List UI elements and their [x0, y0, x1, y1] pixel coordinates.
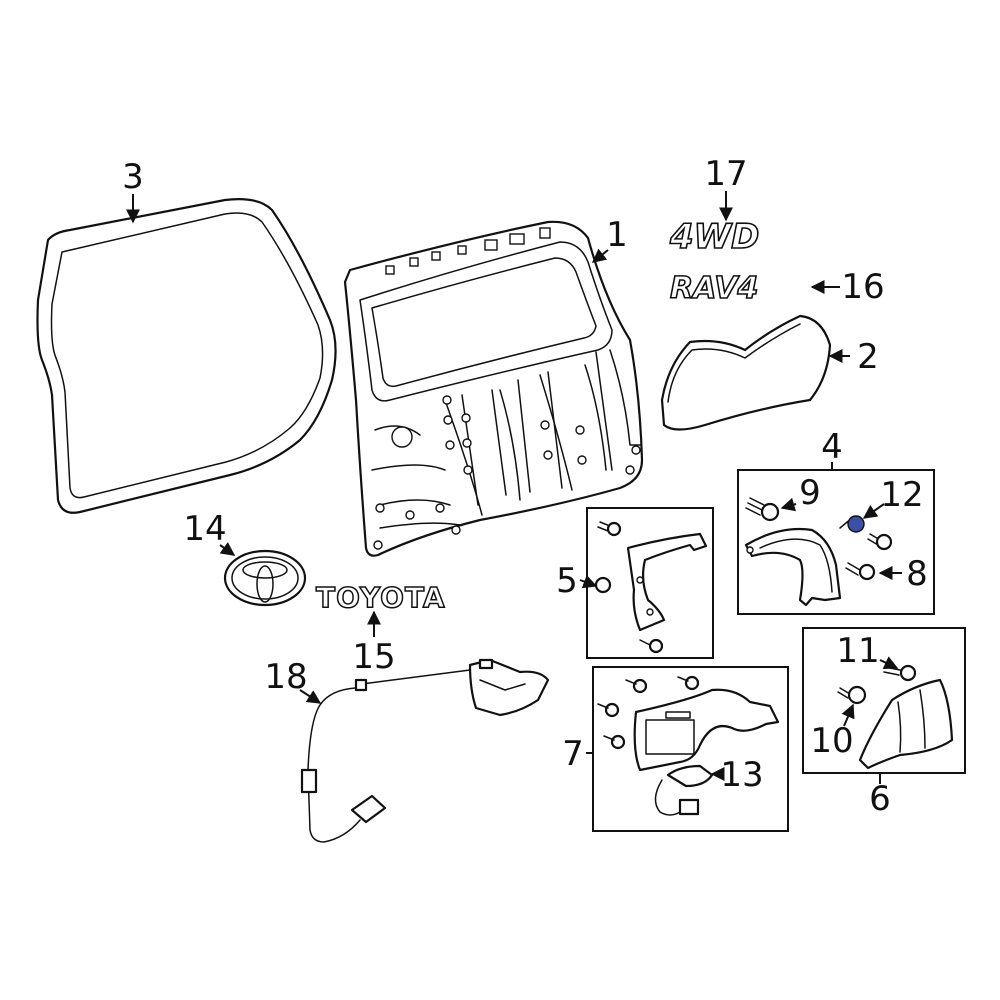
svg-text:4WD: 4WD [669, 217, 759, 257]
cover-6[interactable] [858, 678, 954, 770]
emblem-4wd-17[interactable]: 4WD [668, 216, 760, 258]
weatherstrip-3[interactable] [36, 198, 337, 514]
bolt-9[interactable] [745, 497, 780, 522]
callout-15[interactable]: 15 [352, 610, 396, 677]
bolt-5c[interactable] [639, 638, 664, 654]
svg-text:2: 2 [857, 337, 879, 377]
clip-12[interactable] [839, 515, 865, 533]
svg-text:15: 15 [352, 637, 395, 677]
callout-7[interactable]: 7 [562, 734, 593, 774]
svg-text:4: 4 [821, 427, 843, 467]
bolt-10[interactable] [837, 685, 867, 705]
callout-3[interactable]: 3 [122, 157, 144, 224]
callout-13[interactable]: 13 [710, 755, 764, 795]
assembly-box-7 [592, 666, 789, 832]
callout-2[interactable]: 2 [828, 337, 879, 377]
svg-text:14: 14 [183, 509, 226, 549]
callout-10[interactable]: 10 [810, 703, 855, 761]
bolt-7d[interactable] [603, 734, 626, 750]
svg-text:7: 7 [562, 734, 584, 774]
callout-17[interactable]: 17 [704, 154, 748, 222]
callout-1[interactable]: 1 [591, 215, 628, 263]
callout-11[interactable]: 11 [836, 631, 899, 671]
callout-6[interactable]: 6 [869, 773, 891, 819]
callout-4[interactable]: 4 [821, 427, 843, 470]
bolt-8[interactable] [845, 562, 876, 581]
garnish-7[interactable] [633, 688, 780, 772]
bolt-11[interactable] [883, 664, 917, 682]
outer-panel-2[interactable] [660, 314, 832, 431]
svg-text:1: 1 [606, 215, 628, 255]
callout-16[interactable]: 16 [810, 267, 885, 307]
bolt-5b[interactable] [594, 576, 612, 594]
assembly-box-4 [737, 469, 935, 615]
toyota-lettering-15[interactable]: TOYOTA [315, 580, 446, 615]
toyota-logo-14[interactable] [223, 549, 307, 607]
svg-text:11: 11 [836, 631, 879, 671]
bracket-5[interactable] [626, 532, 708, 632]
svg-text:16: 16 [841, 267, 884, 307]
bolt-8-upper[interactable] [867, 533, 893, 551]
harness-18[interactable] [300, 658, 550, 843]
svg-text:5: 5 [556, 561, 578, 601]
svg-text:12: 12 [880, 475, 923, 515]
emblem-rav4-16[interactable]: RAV4 [669, 270, 759, 307]
svg-text:17: 17 [704, 154, 747, 194]
bolt-7c[interactable] [597, 702, 620, 718]
bracket-4[interactable] [744, 527, 842, 607]
bolt-7a[interactable] [625, 678, 648, 694]
bolt-5a[interactable] [597, 521, 622, 537]
callout-18[interactable]: 18 [264, 657, 322, 704]
callout-8[interactable]: 8 [878, 554, 928, 594]
svg-text:6: 6 [869, 779, 891, 819]
back-door-panel-1[interactable] [343, 220, 644, 557]
callout-5[interactable]: 5 [556, 561, 598, 601]
light-13[interactable] [654, 764, 714, 816]
callout-14[interactable]: 14 [183, 509, 236, 556]
svg-text:10: 10 [810, 721, 853, 761]
callout-12[interactable]: 12 [862, 475, 924, 519]
svg-text:8: 8 [906, 554, 928, 594]
svg-text:9: 9 [799, 473, 821, 513]
svg-text:TOYOTA: TOYOTA [316, 581, 446, 614]
callout-9[interactable]: 9 [780, 473, 821, 513]
svg-text:RAV4: RAV4 [670, 271, 758, 306]
svg-text:3: 3 [122, 157, 144, 197]
svg-text:13: 13 [720, 755, 763, 795]
bolt-7b[interactable] [677, 675, 700, 691]
assembly-box-6 [802, 627, 966, 774]
